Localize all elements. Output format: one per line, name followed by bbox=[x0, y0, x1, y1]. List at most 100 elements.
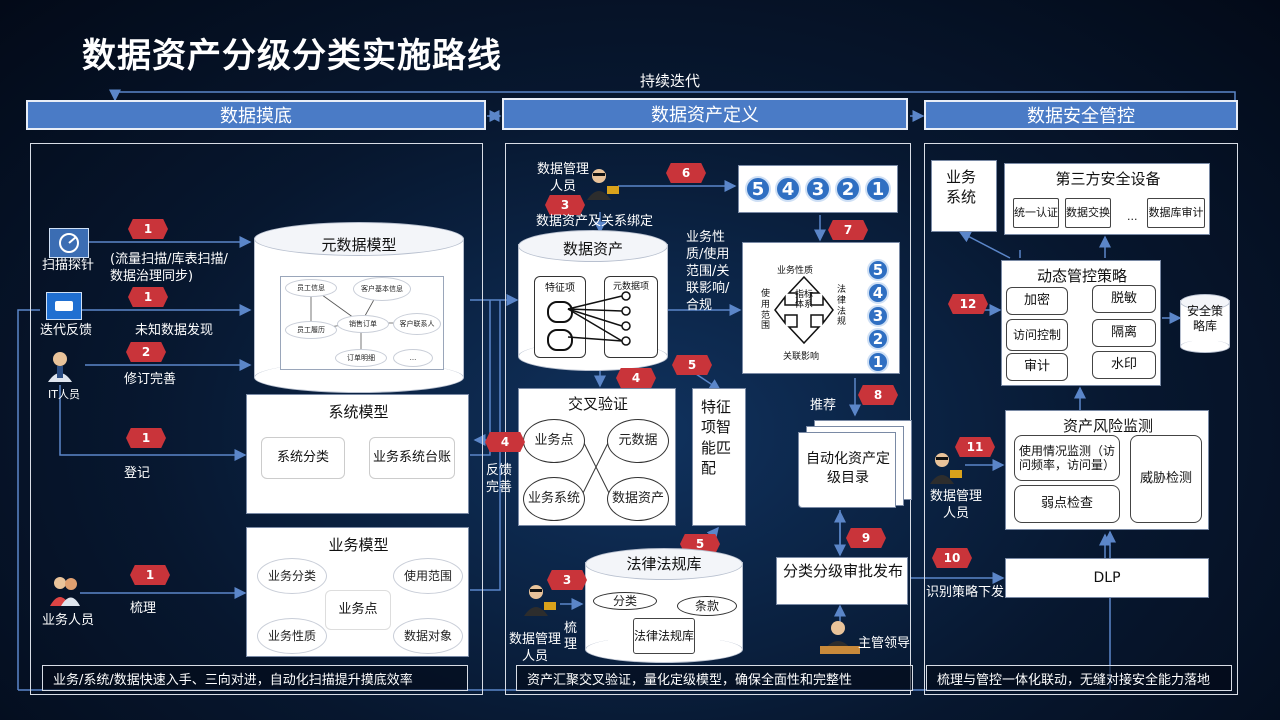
policy-audit: 审计 bbox=[1006, 353, 1068, 381]
iter-feedback-label: 迭代反馈 bbox=[40, 323, 93, 338]
third-party-box: 第三方安全设备 统一认证 数据交换 ... 数据库审计 bbox=[1004, 163, 1210, 235]
cross-verify-box: 交叉验证 业务点 元数据 业务系统 数据资产 bbox=[518, 388, 676, 526]
control-biz-system-text: 业务系统 bbox=[946, 168, 977, 207]
cross-verify-title: 交叉验证 bbox=[567, 395, 628, 413]
policy-desensitize: 脱敏 bbox=[1092, 285, 1156, 313]
iterate-label: 持续迭代 bbox=[640, 72, 701, 90]
data-asset-title: 数据资产 bbox=[562, 240, 623, 258]
cv-biz-point: 业务点 bbox=[523, 419, 585, 463]
meta-item-label: 元数据项 bbox=[612, 282, 649, 292]
sort-out-label: 梳理 bbox=[130, 601, 157, 616]
phase-header-control: 数据安全管控 bbox=[924, 100, 1238, 130]
control-data-mgr-icon bbox=[928, 452, 962, 484]
sys-class-box: 系统分类 bbox=[261, 437, 345, 479]
auto-catalog-docs: 自动化资产定级目录 bbox=[796, 418, 914, 510]
meta-model-title: 元数据模型 bbox=[321, 236, 397, 254]
recommend-label: 推荐 bbox=[810, 398, 837, 413]
step-badge-1a: 1 bbox=[128, 219, 168, 239]
revise-label: 修订完善 bbox=[124, 372, 177, 387]
level-circle-3: 3 bbox=[805, 176, 831, 202]
meta-node-3: 销售订单 bbox=[337, 315, 389, 333]
nature-text: 业务性质/使用范围/关联影响/合规 bbox=[686, 230, 730, 313]
dynamic-policy-title: 动态管控策略 bbox=[1036, 267, 1127, 285]
step-badge-4b: 4 bbox=[485, 432, 525, 452]
sys-ledger-box: 业务系统台账 bbox=[369, 437, 455, 479]
scan-probe-label: 扫描探针 bbox=[42, 258, 95, 273]
sys-model-box: 系统模型 系统分类 业务系统台账 bbox=[246, 394, 469, 514]
data-exchange-box: 数据交换 bbox=[1065, 198, 1111, 228]
unknown-found-label: 未知数据发现 bbox=[135, 323, 214, 338]
feature-match-text: 特征项智能匹配 bbox=[701, 398, 732, 477]
idx-center: 指标体系 bbox=[795, 290, 814, 310]
idx-level-2: 2 bbox=[867, 328, 889, 350]
step-badge-7: 7 bbox=[828, 220, 868, 240]
idx-law: 法律法规 bbox=[837, 285, 847, 328]
step-badge-4a: 4 bbox=[616, 368, 656, 388]
data-mgr-icon-top bbox=[585, 168, 619, 200]
law-lib-inner: 法律法规库 bbox=[633, 618, 695, 654]
control-data-mgr-label: 数据管理人员 bbox=[929, 489, 982, 521]
leader-icon bbox=[820, 620, 860, 654]
law-clause-node: 条款 bbox=[677, 596, 737, 616]
third-party-title: 第三方安全设备 bbox=[1055, 170, 1161, 188]
data-mgr-label-bottom: 数据管理人员 bbox=[508, 632, 561, 664]
phase-header-definition: 数据资产定义 bbox=[502, 98, 908, 130]
step-badge-5a: 5 bbox=[672, 355, 712, 375]
step-badge-1b: 1 bbox=[128, 287, 168, 307]
it-staff-icon bbox=[46, 350, 74, 382]
risk-monitor-title: 资产风险监测 bbox=[1062, 417, 1153, 435]
idx-level-1: 1 bbox=[867, 351, 889, 373]
policy-watermark: 水印 bbox=[1092, 351, 1156, 379]
feature-match-box: 特征项智能匹配 bbox=[692, 388, 746, 526]
sec-policy-lib-text: 安全策略库 bbox=[1186, 304, 1223, 333]
step-badge-2: 2 bbox=[126, 342, 166, 362]
step-badge-12: 12 bbox=[948, 294, 988, 314]
biz-model-title: 业务模型 bbox=[328, 536, 389, 554]
step-badge-3a: 3 bbox=[545, 195, 585, 215]
step-badge-6: 6 bbox=[666, 163, 706, 183]
page-title: 数据资产分级分类实施路线 bbox=[82, 36, 502, 76]
scan-desc: (流量扫描/库表扫描/数据治理同步) bbox=[110, 252, 228, 284]
data-mgr-icon-bottom bbox=[522, 584, 556, 616]
panel-discovery bbox=[30, 143, 483, 695]
meta-item-column: 元数据项 bbox=[604, 276, 658, 358]
dlp-box: DLP bbox=[1005, 558, 1209, 598]
idx-level-5: 5 bbox=[867, 259, 889, 281]
cv-data-asset: 数据资产 bbox=[607, 477, 669, 521]
index-system-box: 业务性质 使用范围 法律法规 关联影响 指标体系 5 4 3 2 1 bbox=[742, 242, 900, 374]
step-badge-9: 9 bbox=[846, 528, 886, 548]
law-lib-title: 法律法规库 bbox=[626, 555, 702, 573]
db-audit-box: 数据库审计 bbox=[1147, 198, 1205, 228]
law-lib-cylinder: 法律法规库 分类 条款 法律法规库 bbox=[585, 548, 743, 664]
biz-staff-label: 业务人员 bbox=[42, 613, 95, 628]
idx-level-4: 4 bbox=[867, 282, 889, 304]
meta-node-5: 订单明细 bbox=[335, 349, 387, 367]
risk-monitor-box: 资产风险监测 使用情况监测（访问频率，访问量） 威胁检测 弱点检查 bbox=[1005, 410, 1209, 530]
biz-staff-icon bbox=[50, 574, 80, 606]
biz-nature-node: 业务性质 bbox=[257, 618, 327, 654]
meta-node-4: 客户联系人 bbox=[393, 313, 441, 335]
approve-box: 分类分级审批发布 bbox=[776, 557, 908, 605]
idx-level-column: 5 4 3 2 1 bbox=[867, 259, 889, 373]
policy-isolate: 隔离 bbox=[1092, 319, 1156, 347]
idx-nature: 业务性质 bbox=[777, 266, 814, 276]
idx-level-3: 3 bbox=[867, 305, 889, 327]
weak-check-box: 弱点检查 bbox=[1014, 485, 1120, 523]
law-sort-label: 梳理 bbox=[564, 621, 578, 652]
phase-header-discovery: 数据摸底 bbox=[26, 100, 486, 130]
panel-control bbox=[924, 143, 1238, 695]
approve-text: 分类分级审批发布 bbox=[782, 562, 903, 580]
auto-catalog-text: 自动化资产定级目录 bbox=[806, 451, 890, 486]
step-badge-11: 11 bbox=[955, 437, 995, 457]
policy-deliver-label: 识别策略下发 bbox=[926, 585, 1005, 600]
step-badge-1d: 1 bbox=[130, 565, 170, 585]
law-class-node: 分类 bbox=[593, 592, 657, 610]
level-circle-1: 1 bbox=[865, 176, 891, 202]
uni-auth-box: 统一认证 bbox=[1013, 198, 1059, 228]
data-mgr-label-top: 数据管理人员 bbox=[536, 162, 589, 194]
feedback-label: 反馈完善 bbox=[486, 463, 513, 495]
idx-scope: 使用范围 bbox=[761, 289, 771, 332]
level-row: 5 4 3 2 1 bbox=[738, 165, 898, 213]
meta-node-6: ... bbox=[393, 349, 433, 367]
it-staff-label: IT人员 bbox=[48, 388, 80, 401]
